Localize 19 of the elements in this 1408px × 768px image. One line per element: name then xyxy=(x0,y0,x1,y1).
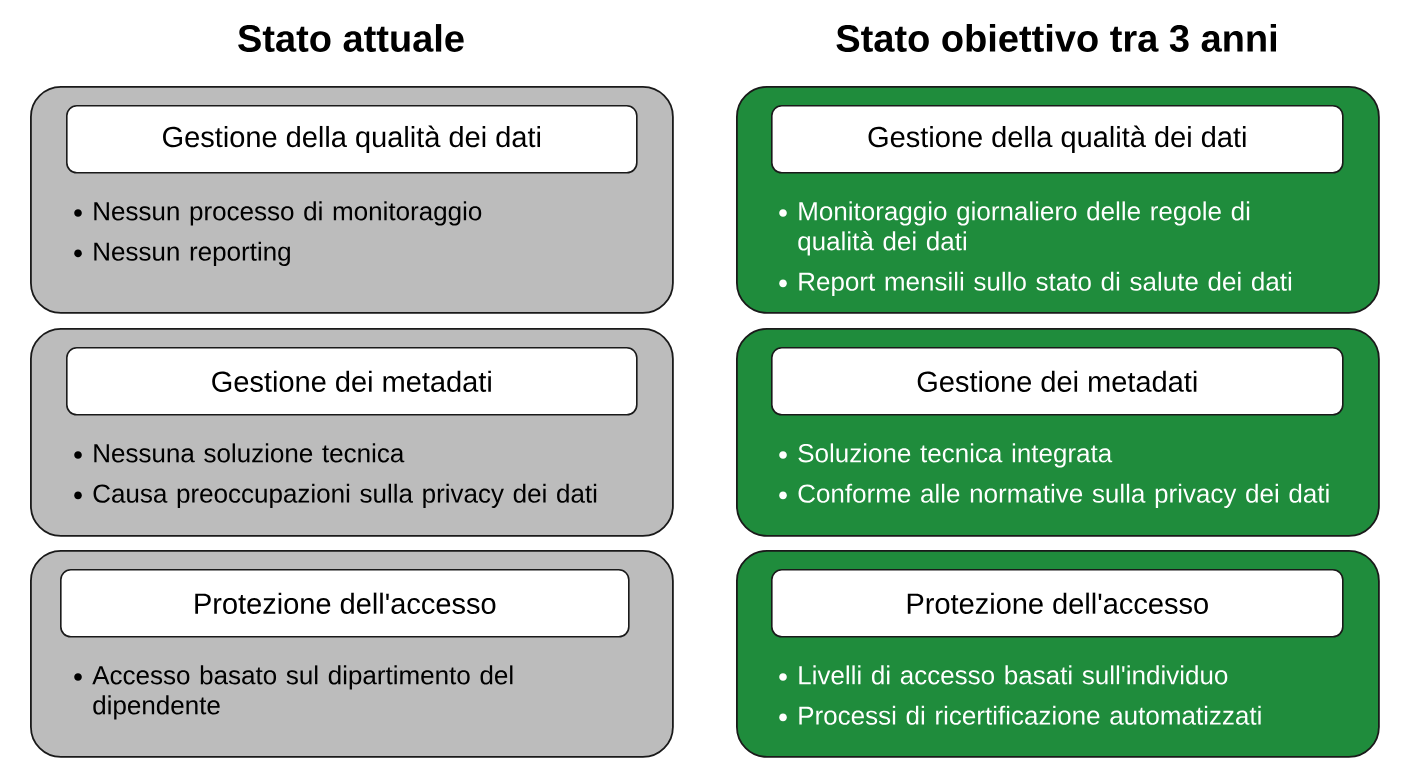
bullet-text: Nessun reporting xyxy=(94,241,290,266)
bullet-text: Monitoraggio giornaliero delle regole di qualità dei dati xyxy=(798,201,1250,256)
header-box: Gestione della qualità dei dati xyxy=(771,105,1344,174)
bullet-text: Livelli di accesso basati sull'individuo xyxy=(799,665,1228,685)
header-box: Protezione dell'accesso xyxy=(771,569,1344,638)
bullet-text: Soluzione tecnica integrata xyxy=(798,443,1113,468)
bullet-text: Processi di ricertificazione automatizzati xyxy=(799,705,1261,725)
header-box: Gestione dei metadati xyxy=(66,347,638,416)
bullet-text: Accesso basato sul dipartimento del dipendente xyxy=(92,665,513,720)
bullet-text: Conforme alle normative sulla privacy dei dati xyxy=(798,483,1329,508)
header-box: Gestione della qualità dei dati xyxy=(66,105,638,174)
bullet-text: Nessuna soluzione tecnica xyxy=(94,443,405,463)
header-box: Gestione dei metadati xyxy=(771,347,1344,416)
column-heading: Stato attuale xyxy=(238,24,464,52)
column-heading: Stato obiettivo tra 3 anni xyxy=(836,24,1276,52)
bullet-text: Report mensili sullo stato di salute dei dati xyxy=(799,271,1292,296)
header-box: Protezione dell'accesso xyxy=(60,569,630,638)
bullet-text: Nessun processo di monitoraggio xyxy=(94,201,482,226)
bullet-text: Causa preoccupazioni sulla privacy dei dati xyxy=(93,483,597,508)
